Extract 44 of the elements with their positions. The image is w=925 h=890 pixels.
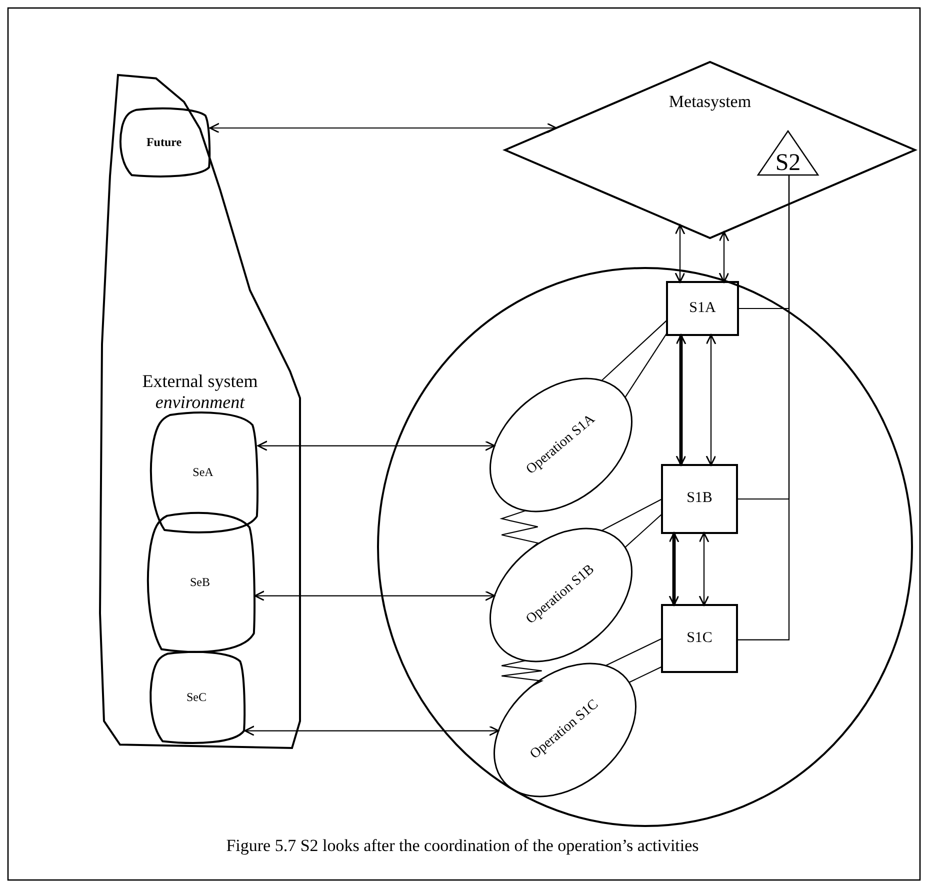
ellipse-node xyxy=(494,663,636,797)
connector xyxy=(674,224,686,283)
ellipse-node xyxy=(490,528,632,662)
region-outline xyxy=(118,107,210,178)
process-box xyxy=(667,282,738,335)
connector xyxy=(668,532,680,606)
node-label: S2 xyxy=(775,150,801,178)
connector xyxy=(601,498,662,532)
node-label: S1B xyxy=(686,490,712,508)
connector xyxy=(628,666,662,683)
connector xyxy=(257,440,496,451)
connector xyxy=(624,514,662,548)
node-label: S1C xyxy=(686,630,712,648)
connector xyxy=(718,231,730,283)
connector xyxy=(676,334,686,466)
connector xyxy=(737,175,790,640)
node-label: S1A xyxy=(689,300,716,318)
node-label: SeC xyxy=(186,690,206,704)
connector xyxy=(706,334,716,466)
process-box xyxy=(662,465,737,533)
triangle-node xyxy=(758,131,818,175)
system-circle xyxy=(378,268,912,826)
region-outline xyxy=(148,650,245,745)
figure-caption: Figure 5.7 S2 looks after the coordination of the operation’s activities xyxy=(225,836,700,856)
node-label: Future xyxy=(146,136,182,150)
connector xyxy=(624,332,668,398)
node-label: Metasystem xyxy=(668,92,752,112)
connector xyxy=(605,638,662,666)
connector xyxy=(244,726,500,736)
ellipse-node xyxy=(490,378,632,512)
region-outline xyxy=(148,410,258,535)
process-box xyxy=(662,605,737,672)
diamond-node xyxy=(505,62,915,238)
node-label: SeB xyxy=(190,576,210,590)
environment-outline xyxy=(100,75,300,748)
node-label: External system environment xyxy=(141,371,259,412)
connector xyxy=(500,510,540,552)
connector xyxy=(209,122,557,134)
node-label: SeA xyxy=(192,466,214,480)
connector xyxy=(698,532,710,606)
connector xyxy=(601,320,668,381)
connector xyxy=(254,590,496,601)
connector xyxy=(501,660,544,687)
region-outline xyxy=(145,510,255,655)
